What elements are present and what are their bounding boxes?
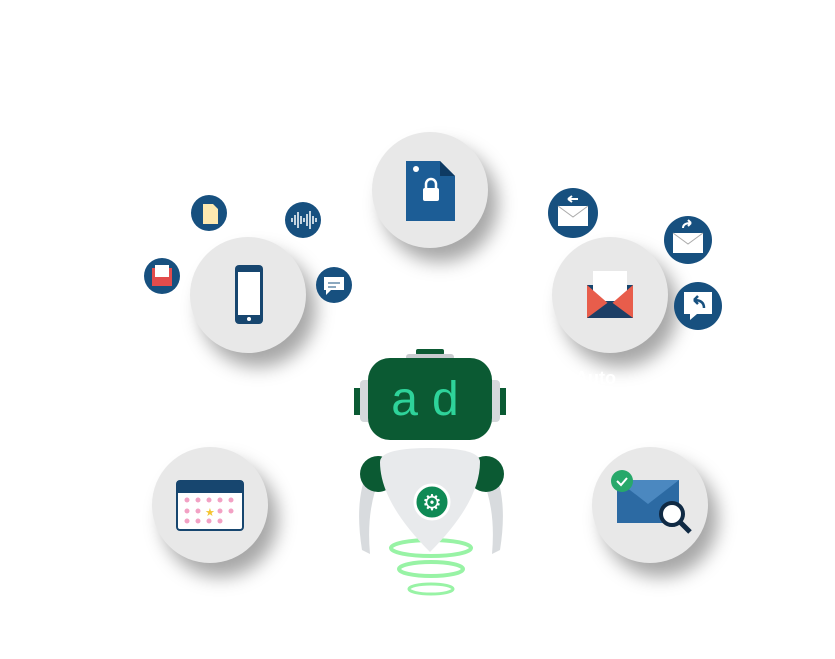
reply-chat-icon [684,292,712,320]
audio-wave-icon [291,211,317,229]
mobile-phone-icon [235,265,263,324]
audio-badge [285,202,321,238]
caption: Auto [575,368,616,388]
forward-mail-icon [672,219,704,253]
svg-text:⚙: ⚙ [422,490,442,515]
file-icon [203,204,218,224]
reply-mail-icon [557,195,589,226]
email-search-icon [611,470,692,534]
robot-mascot: ⚙ ad [354,349,506,596]
robot-face-text: ad [391,373,472,426]
svg-text:★: ★ [205,507,215,519]
mail-icon [152,265,172,286]
email-icon [587,271,633,318]
calendar-icon: ★ [176,480,244,531]
secure-document-icon [406,161,455,221]
chat-icon [324,277,344,295]
